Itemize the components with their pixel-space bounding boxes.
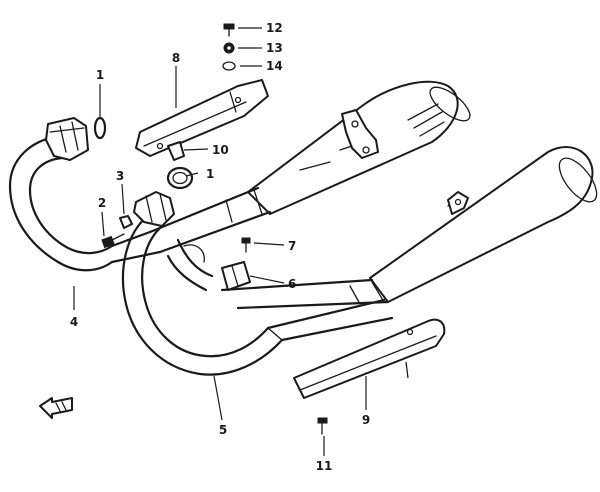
callout-12-screw: 12	[266, 21, 283, 35]
gasket-1-lower	[166, 166, 194, 190]
connector-pipe-upper	[148, 186, 272, 254]
bolt-2	[101, 233, 125, 249]
callout-5-exhaust-pipe: 5	[219, 423, 227, 437]
callout-13-washer: 13	[266, 41, 283, 55]
callout-1-gasket-upper: 1	[96, 68, 104, 82]
muffler-upper-bracket	[339, 109, 379, 159]
nut-3	[119, 215, 133, 229]
callout-3-nut: 3	[116, 169, 124, 183]
callout-14-washer: 14	[266, 59, 283, 73]
leader-lines	[73, 27, 409, 456]
washer-14	[222, 61, 236, 71]
balance-pipe	[166, 238, 214, 292]
screw-12	[223, 23, 235, 37]
clamp-6	[221, 261, 251, 291]
heat-shield-9	[293, 318, 446, 399]
exhaust-clamp-5	[133, 191, 175, 227]
muffler-lower-bracket	[447, 191, 469, 215]
callout-2-bolt: 2	[98, 196, 106, 210]
exhaust-pipe-4	[8, 134, 162, 272]
exhaust-clamp-4	[45, 117, 89, 161]
washer-13	[223, 42, 235, 54]
exhaust-pipe-5	[121, 212, 394, 376]
callout-4-exhaust-pipe: 4	[70, 315, 78, 329]
connector-pipe-lower	[220, 278, 390, 310]
heat-shield-8	[135, 79, 269, 157]
muffler-lower	[369, 146, 598, 303]
clip-10	[167, 141, 185, 161]
gasket-1-upper	[93, 116, 107, 140]
bolt-7	[241, 237, 251, 253]
front-direction-arrow-icon	[39, 397, 73, 419]
callout-8-heat-shield: 8	[172, 51, 180, 65]
callout-6-clamp: 6	[288, 277, 296, 291]
callout-9-heat-shield: 9	[362, 413, 370, 427]
bolt-11	[317, 417, 328, 435]
callout-11-bolt: 11	[316, 459, 333, 473]
callout-1-gasket-lower: 1	[206, 167, 214, 181]
callout-10-clip: 10	[212, 143, 229, 157]
callout-7-bolt: 7	[288, 239, 296, 253]
